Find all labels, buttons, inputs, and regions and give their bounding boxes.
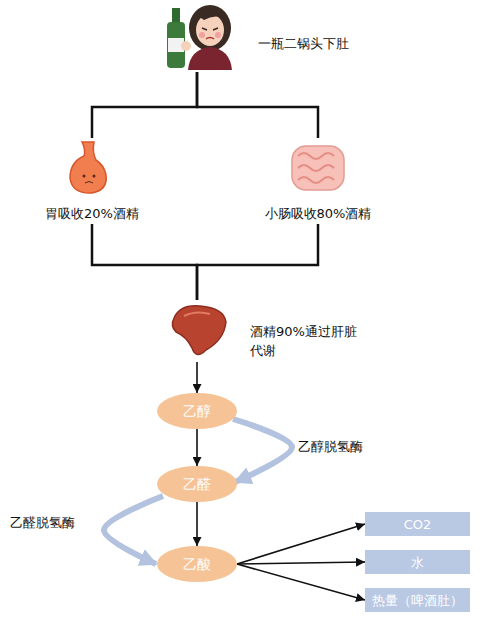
mouth bbox=[206, 38, 214, 40]
enzyme-label: 乙醇脱氢酶 bbox=[298, 438, 363, 456]
liver-node: 酒精90%通过肝脏 代谢 bbox=[168, 300, 368, 362]
enzyme-label: 乙醛脱氢酶 bbox=[10, 514, 75, 532]
fringe bbox=[198, 12, 224, 20]
node-text: 小肠吸收80%酒精 bbox=[251, 204, 385, 223]
node-text: 胃吸收20%酒精 bbox=[27, 204, 157, 223]
flow-connector bbox=[237, 524, 365, 564]
blush bbox=[199, 32, 205, 38]
flow-connector bbox=[196, 362, 198, 393]
hair bbox=[189, 5, 231, 51]
node-text: 水 bbox=[365, 550, 470, 574]
stomach-eye bbox=[83, 175, 86, 178]
ellipse-fill bbox=[157, 393, 237, 429]
flow-connector bbox=[92, 224, 197, 300]
body bbox=[188, 47, 232, 70]
eyes bbox=[202, 28, 218, 30]
node-text: CO2 bbox=[365, 512, 470, 536]
substance-ellipse: 乙醛 bbox=[157, 466, 237, 502]
substance-ellipse: 乙醇 bbox=[157, 393, 237, 429]
flow-connector bbox=[196, 429, 198, 466]
intestine bbox=[292, 146, 344, 190]
flow-connector bbox=[197, 224, 318, 300]
connector-group bbox=[92, 72, 365, 600]
liver bbox=[172, 306, 226, 355]
liver-illustration bbox=[172, 306, 226, 355]
node-text: 乙醛 bbox=[157, 466, 237, 502]
stomach-eye bbox=[93, 175, 96, 178]
flow-connector bbox=[197, 72, 318, 138]
blush bbox=[215, 32, 221, 38]
drinker-node: 一瓶二锅头下肚 bbox=[160, 0, 390, 72]
flow-connector bbox=[92, 72, 197, 138]
drinker-illustration bbox=[167, 5, 232, 70]
intestine-illustration bbox=[292, 146, 344, 190]
face bbox=[196, 14, 224, 46]
intestine-folds bbox=[298, 153, 334, 183]
hand bbox=[181, 41, 191, 51]
liver-highlight bbox=[184, 312, 210, 316]
enzyme-arrow bbox=[233, 419, 292, 482]
ellipse-fill bbox=[157, 466, 237, 502]
product-box: CO2 bbox=[365, 512, 470, 536]
ellipse-fill bbox=[157, 546, 237, 582]
node-text: 热量（啤酒肚） bbox=[365, 588, 470, 612]
node-text: 乙酸 bbox=[157, 546, 237, 582]
stomach bbox=[70, 142, 106, 193]
stomach-mouth bbox=[85, 182, 93, 184]
product-box: 热量（啤酒肚） bbox=[365, 588, 470, 612]
stomach-illustration bbox=[70, 142, 106, 193]
node-text: 乙醇 bbox=[157, 393, 237, 429]
node-text: 一瓶二锅头下肚 bbox=[258, 34, 388, 53]
flow-connector bbox=[237, 564, 365, 600]
node-text: 酒精90%通过肝脏 代谢 bbox=[250, 322, 366, 360]
bottle-neck bbox=[172, 8, 180, 24]
substance-ellipse: 乙酸 bbox=[157, 546, 237, 582]
product-box: 水 bbox=[365, 550, 470, 574]
flow-connector bbox=[237, 562, 365, 564]
flow-connector bbox=[196, 502, 198, 546]
enzyme-arrow bbox=[104, 496, 163, 564]
intestine-node: 小肠吸收80%酒精 bbox=[251, 138, 385, 224]
stomach-node: 胃吸收20%酒精 bbox=[27, 138, 157, 224]
